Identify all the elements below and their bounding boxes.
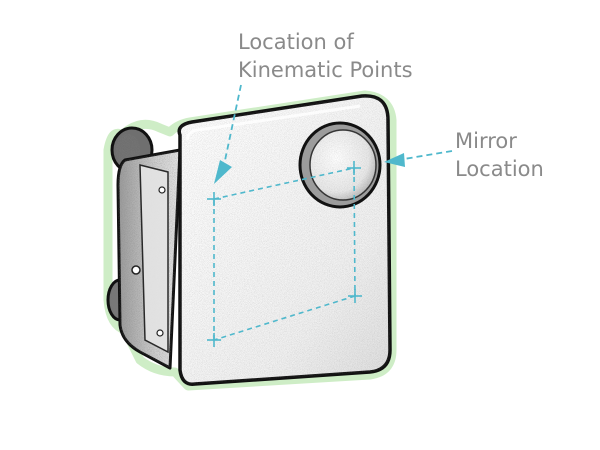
mount-side-body — [116, 148, 182, 370]
kinematic-point-top-left — [207, 192, 221, 206]
kinematic-label-line-1: Location of — [238, 30, 354, 54]
kinematic-point-bottom-right — [348, 289, 362, 303]
kinematic-frame — [213, 167, 356, 341]
kinematic-point-bottom-left — [207, 333, 221, 347]
kinematic-label-line-2: Kinematic Points — [238, 58, 413, 82]
mirror-label-line-1: Mirror — [455, 129, 517, 153]
mirror-label-line-2: Location — [455, 157, 544, 181]
kinematic-points-label: Location of Kinematic Points — [238, 28, 413, 84]
mirror-callout-arrow — [384, 150, 453, 167]
mirror-lens-icon — [298, 121, 382, 209]
mirror-location-label: Mirror Location — [455, 127, 544, 183]
kinematic-point-top-right — [347, 161, 361, 175]
kinematic-callout-arrow — [214, 84, 242, 184]
